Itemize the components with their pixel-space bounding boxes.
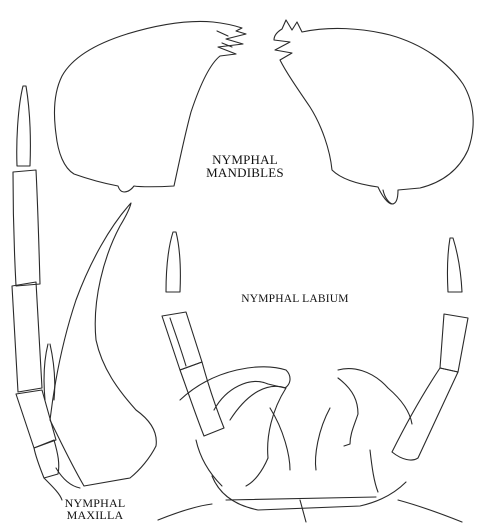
maxilla-label: NYMPHAL MAXILLA xyxy=(40,497,150,521)
maxilla-palp xyxy=(12,86,62,500)
labium-left-palp xyxy=(162,232,224,436)
labium-body xyxy=(158,367,462,522)
mandibles-label: NYMPHAL MANDIBLES xyxy=(195,153,295,179)
mandibles-label-line-2: MANDIBLES xyxy=(195,166,295,179)
right-mandible xyxy=(274,20,473,204)
maxilla-label-line-2: MAXILLA xyxy=(40,509,150,521)
maxilla-lacinia xyxy=(44,203,156,488)
labium-right-palp xyxy=(392,238,468,460)
labium-label: NYMPHAL LABIUM xyxy=(220,294,370,306)
